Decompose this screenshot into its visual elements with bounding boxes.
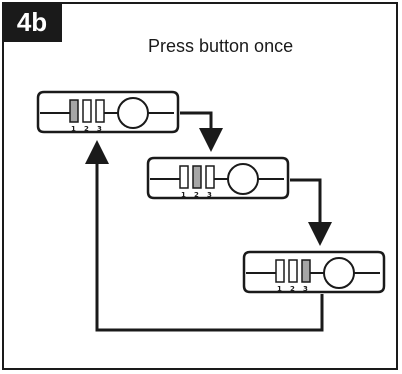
led-label-1: 1 [71,125,76,133]
figure-frame [2,2,398,370]
led-2 [288,259,298,283]
device-state-1: 1 2 3 [36,90,180,134]
led-label-2: 2 [84,125,89,133]
arrow-state-2-to-3 [290,178,332,246]
led-label-3: 3 [207,191,212,199]
led-1 [275,259,285,283]
led-label-2: 2 [290,285,295,293]
led-3 [95,99,105,123]
led-3 [205,165,215,189]
led-label-3: 3 [97,125,102,133]
step-label: 4b [2,2,62,42]
device-state-3: 1 2 3 [242,250,386,294]
led-1 [69,99,79,123]
led-label-2: 2 [194,191,199,199]
instruction-text: Press button once [148,36,294,56]
led-1 [179,165,189,189]
push-button [117,97,149,129]
arrow-state-1-to-2 [180,111,223,152]
led-label-3: 3 [303,285,308,293]
device-state-2: 1 2 3 [146,156,290,200]
arrow-state-3-to-1 [85,140,324,332]
push-button [227,163,259,195]
push-button [323,257,355,289]
led-2 [192,165,202,189]
led-2 [82,99,92,123]
led-label-1: 1 [277,285,282,293]
led-3 [301,259,311,283]
led-label-1: 1 [181,191,186,199]
